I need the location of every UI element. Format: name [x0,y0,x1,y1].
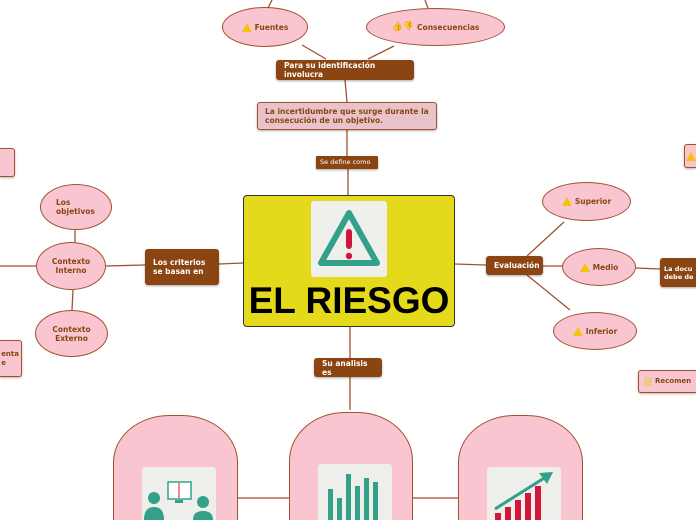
thumbs-up-down-icon: 👍👎 [391,21,415,32]
fuentes-label: Fuentes [254,22,289,32]
left-partial-bottom-node[interactable]: enta e [0,340,22,377]
recomendaciones-node[interactable]: Recomen [638,370,696,393]
warning-icon [561,197,572,206]
fuentes-node[interactable]: Fuentes [222,7,308,47]
warning-icon [241,22,252,32]
superior-label: Superior [574,197,612,206]
contexto-interno-node[interactable]: Contexto Interno [36,242,106,290]
warning-icon [572,326,583,336]
warning-icon [686,151,696,161]
meeting-icon [142,467,216,520]
central-node[interactable]: EL RIESGO [243,195,455,327]
identification-node[interactable]: Para su identificación involucra [276,60,414,80]
growth-chart-icon [487,467,561,520]
criterios-node[interactable]: Los criterios se basan en [145,249,219,285]
medio-label: Medio [592,262,619,272]
recomen-label: Recomen [655,377,692,385]
warning-icon [311,201,387,277]
documentation-node[interactable]: La docu debe de [660,258,696,287]
inferior-node[interactable]: Inferior [553,312,637,350]
consecuencias-label: Consecuencias [417,22,480,32]
scroll-icon [644,377,652,386]
bar-chart-icon [318,464,392,520]
warning-icon [579,262,590,272]
contexto-externo-node[interactable]: Contexto Externo [35,310,108,357]
objetivos-node[interactable]: Los objetivos [40,184,112,230]
define-label[interactable]: Se define como [316,156,378,169]
central-title: EL RIESGO [248,280,450,321]
analisis-node[interactable]: Su analisis es [314,358,382,377]
consecuencias-node[interactable]: 👍👎Consecuencias [366,8,505,46]
evaluacion-node[interactable]: Evaluación [486,256,543,275]
inferior-label: Inferior [585,326,618,336]
definition-node[interactable]: La incertidumbre que surge durante la co… [257,102,437,130]
medio-node[interactable]: Medio [562,248,636,286]
left-partial-node[interactable] [0,148,15,177]
right-partial-node[interactable] [684,144,696,168]
superior-node[interactable]: Superior [542,182,631,221]
